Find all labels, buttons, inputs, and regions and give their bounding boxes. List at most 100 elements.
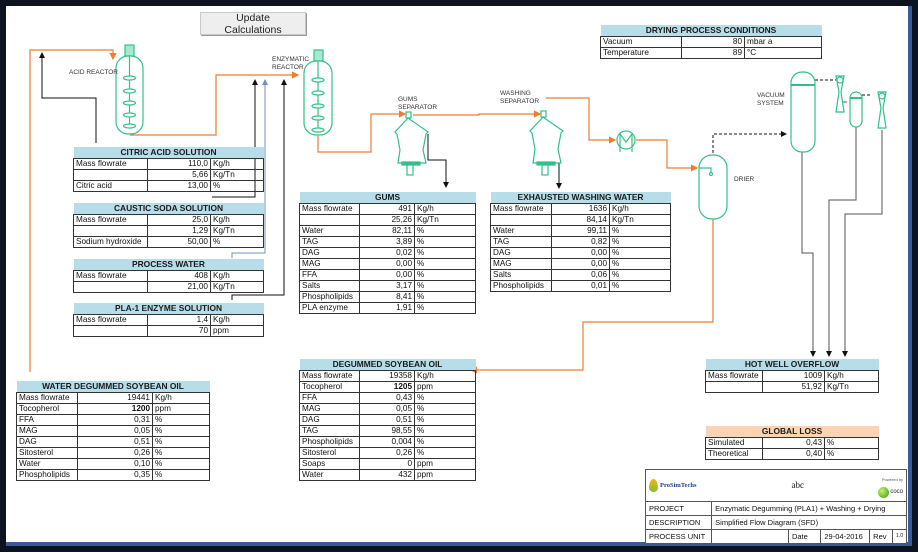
cell-label: Simulated [705,437,763,449]
cell-value: 1009 [762,370,825,382]
cell-label: Sitosterol [299,447,360,459]
cell-value: 3,17 [359,280,415,292]
cell-unit: Kg/h [210,270,264,282]
table-title: GUMS [299,192,476,204]
cell-unit: % [414,447,476,459]
cell-unit: Kg/h [210,158,264,170]
cell-unit: % [152,458,210,470]
description-label: DESCRIPTION [644,515,713,530]
cell-value: 98,55 [359,425,415,437]
cell-value: 110,0 [147,158,211,170]
table-title: CAUSTIC SODA SOLUTION [73,203,264,215]
cell-label: Temperature [600,47,682,59]
cell-label: MAG [299,258,360,270]
cell-label: Theoretical [705,448,763,460]
cell-unit: % [609,236,671,248]
cell-value: 1,91 [359,302,415,314]
rev-label: Rev [869,529,894,544]
cell-value: 491 [359,203,415,215]
cell-unit: % [152,414,210,426]
cell-value: 0,51 [77,436,153,448]
cell-unit: % [824,448,879,460]
cell-unit: mbar a [744,36,822,48]
cell-unit: ppm [152,403,210,415]
cell-value: 0,10 [77,458,153,470]
cell-label: DAG [490,247,552,259]
cell-label: Sitosterol [16,447,78,459]
cell-label: TAG [299,425,360,437]
cell-value: 0,02 [359,247,415,259]
cell-value: 0,06 [551,269,610,281]
cell-label: Citric acid [73,180,148,192]
cell-value: 21,00 [147,281,211,293]
cell-value: 0,35 [77,469,153,481]
cell-value: 0,43 [359,392,415,404]
gums-separator-label-line1: GUMS [398,96,418,103]
update-calculations-button[interactable]: Update Calculations [200,12,306,36]
cell-value: 25,26 [359,214,415,226]
cell-unit: Kg/Tn [210,225,264,237]
cell-value: 5,66 [147,169,211,181]
cell-label [73,225,148,237]
cell-value: 0,31 [77,414,153,426]
cell-value: 3,89 [359,236,415,248]
cell-label: Phospholipids [16,469,78,481]
cell-label: Soaps [299,458,360,470]
cell-label: Mass flowrate [490,203,552,215]
cell-label: Mass flowrate [299,370,360,382]
cell-unit: Kg/Tn [210,281,264,293]
cell-label: Mass flowrate [705,370,763,382]
cell-label: Mass flowrate [73,270,148,282]
cell-label: Mass flowrate [299,203,360,215]
cell-label: Mass flowrate [73,158,148,170]
cell-unit: % [414,425,476,437]
cell-value: 1,29 [147,225,211,237]
cell-unit: % [414,414,476,426]
cell-value: 0,01 [551,280,610,292]
cell-label: Water [299,469,360,481]
cell-value: 70 [147,325,211,337]
cell-label: Water [299,225,360,237]
cell-label: Salts [490,269,552,281]
cell-unit: Kg/h [414,203,476,215]
table-title: GLOBAL LOSS [705,426,879,438]
cell-value: 0 [359,458,415,470]
cell-label [705,381,763,393]
cell-value: 0,51 [359,414,415,426]
cell-unit: Kg/h [210,314,264,326]
cell-value: 99,11 [551,225,610,237]
cell-label [73,281,148,293]
cell-value: 0,00 [359,269,415,281]
table-title: CITRIC ACID SOLUTION [73,147,264,159]
cell-value: 0,43 [762,437,825,449]
table-title: WATER DEGUMMED SOYBEAN OIL [16,381,210,393]
cell-value: 1,4 [147,314,211,326]
cell-unit: ppm [414,381,476,393]
cell-unit: % [414,291,476,303]
cell-label: MAG [16,425,78,437]
